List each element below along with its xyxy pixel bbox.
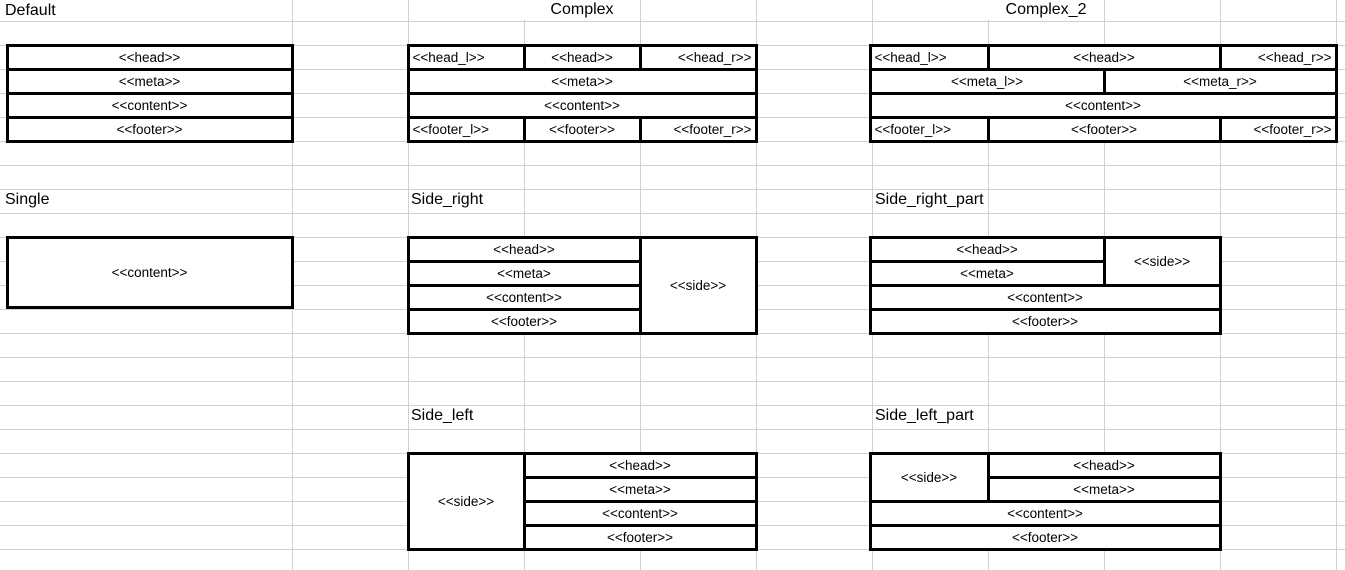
grid-hline	[0, 381, 1345, 382]
cell-footer[interactable]: <<footer>>	[871, 526, 1219, 548]
cell-meta[interactable]: <<meta>	[871, 262, 1103, 284]
layout-title-side-right[interactable]: Side_right	[409, 190, 486, 210]
layout-block-default: <<head>> <<meta>> <<content>> <<footer>>	[5, 43, 294, 143]
cell-head[interactable]: <<head>>	[525, 46, 639, 68]
layout-block-side-left: <<side>> <<head>> <<meta>> <<content>> <…	[406, 451, 758, 551]
layout-block-side-right: <<side>> <<head>> <<meta> <<content>> <<…	[406, 235, 758, 335]
cell-content[interactable]: <<content>>	[8, 238, 291, 306]
cell-footer[interactable]: <<footer>>	[8, 118, 291, 140]
cell-footer[interactable]: <<footer>>	[409, 310, 639, 332]
cell-meta[interactable]: <<meta>>	[989, 478, 1219, 500]
cell-side[interactable]: <<side>>	[871, 454, 987, 500]
cell-meta[interactable]: <<meta>	[409, 262, 639, 284]
cell-footer[interactable]: <<footer>>	[525, 118, 639, 140]
cell-head[interactable]: <<head>>	[8, 46, 291, 68]
cell-meta-l[interactable]: <<meta_l>>	[871, 70, 1103, 92]
cell-content[interactable]: <<content>>	[409, 286, 639, 308]
cell-footer-l[interactable]: <<footer_l>>	[871, 118, 987, 140]
cell-meta[interactable]: <<meta>>	[525, 478, 755, 500]
cell-content[interactable]: <<content>>	[525, 502, 755, 524]
cell-footer-l[interactable]: <<footer_l>>	[409, 118, 523, 140]
layout-block-side-left-part: <<side>> <<head>> <<meta>> <<content>> <…	[868, 451, 1222, 551]
layout-title-single[interactable]: Single	[3, 190, 52, 210]
cell-head-r[interactable]: <<head_r>>	[1221, 46, 1335, 68]
layout-title-complex-2[interactable]: Complex_2	[988, 0, 1104, 20]
cell-footer[interactable]: <<footer>>	[871, 310, 1219, 332]
cell-head[interactable]: <<head>>	[989, 46, 1219, 68]
cell-content[interactable]: <<content>>	[409, 94, 755, 116]
cell-meta[interactable]: <<meta>>	[8, 70, 291, 92]
cell-footer-r[interactable]: <<footer_r>>	[1221, 118, 1335, 140]
cell-side[interactable]: <<side>>	[641, 238, 755, 332]
cell-head[interactable]: <<head>>	[409, 238, 639, 260]
layout-title-complex[interactable]: Complex	[524, 0, 640, 20]
cell-content[interactable]: <<content>>	[871, 502, 1219, 524]
layout-title-side-left[interactable]: Side_left	[409, 406, 476, 426]
layout-block-side-right-part: <<side>> <<head>> <<meta> <<content>> <<…	[868, 235, 1222, 335]
cell-footer[interactable]: <<footer>>	[989, 118, 1219, 140]
cell-head[interactable]: <<head>>	[525, 454, 755, 476]
cell-head-r[interactable]: <<head_r>>	[641, 46, 755, 68]
layout-block-complex-2: <<head_l>> <<head>> <<head_r>> <<meta_l>…	[868, 43, 1338, 143]
grid-hline	[0, 189, 1345, 190]
cell-head-l[interactable]: <<head_l>>	[409, 46, 523, 68]
grid-hline	[0, 213, 1345, 214]
layout-title-side-left-part[interactable]: Side_left_part	[873, 406, 976, 426]
cell-meta[interactable]: <<meta>>	[409, 70, 755, 92]
cell-head[interactable]: <<head>>	[871, 238, 1103, 260]
cell-content[interactable]: <<content>>	[871, 94, 1335, 116]
cell-footer-r[interactable]: <<footer_r>>	[641, 118, 755, 140]
cell-meta-r[interactable]: <<meta_r>>	[1105, 70, 1335, 92]
layout-title-side-right-part[interactable]: Side_right_part	[873, 190, 986, 210]
grid-hline	[0, 165, 1345, 166]
cell-head[interactable]: <<head>>	[989, 454, 1219, 476]
cell-footer[interactable]: <<footer>>	[525, 526, 755, 548]
grid-hline	[0, 429, 1345, 430]
layout-block-single: <<content>>	[5, 235, 294, 309]
cell-content[interactable]: <<content>>	[871, 286, 1219, 308]
cell-side[interactable]: <<side>>	[1105, 238, 1219, 284]
grid-hline	[0, 405, 1345, 406]
grid-hline	[0, 21, 1345, 22]
layout-title-default[interactable]: Default	[3, 1, 58, 21]
layout-block-complex: <<head_l>> <<head>> <<head_r>> <<meta>> …	[406, 43, 758, 143]
cell-side[interactable]: <<side>>	[409, 454, 523, 548]
grid-hline	[0, 357, 1345, 358]
cell-head-l[interactable]: <<head_l>>	[871, 46, 987, 68]
cell-content[interactable]: <<content>>	[8, 94, 291, 116]
